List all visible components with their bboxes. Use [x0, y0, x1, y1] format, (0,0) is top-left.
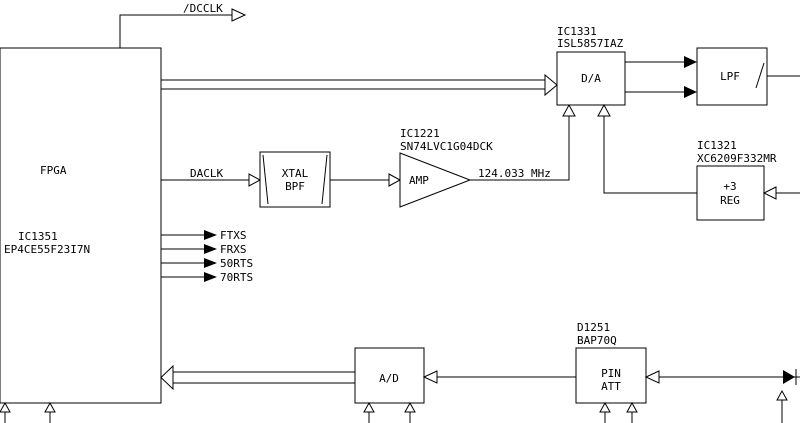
- diode-symbol: [783, 370, 795, 384]
- pin-att-ref: D1251: [577, 321, 610, 334]
- xtal-bpf-line2: BPF: [285, 180, 305, 193]
- fpga-block: [0, 47, 162, 404]
- dac-block: [556, 51, 626, 106]
- amp-triangle: [399, 152, 472, 208]
- xtal-bpf-line1: XTAL: [282, 167, 309, 180]
- pin-att-line1: PIN: [601, 367, 621, 380]
- fpga-bottom-arrow-2: [44, 401, 56, 413]
- dac-clock-arrow: [562, 103, 576, 117]
- fpga-part: EP4CE55F23I7N: [4, 243, 90, 256]
- fpga-label: FPGA: [40, 164, 67, 177]
- 50rts-arrow: [204, 258, 217, 268]
- 70rts-label: 70RTS: [220, 271, 253, 284]
- xtal-bpf-block: [259, 151, 331, 208]
- amp-part: SN74LVC1G04DCK: [400, 140, 493, 153]
- pin-att-part: BAP70Q: [577, 334, 617, 347]
- xtal-bpf-edge-left: [262, 154, 269, 205]
- reg-line2: REG: [720, 194, 740, 207]
- reg-block: [696, 165, 765, 221]
- amp-ref: IC1221: [400, 127, 440, 140]
- 70rts-arrow: [204, 272, 217, 282]
- adc-bottom-arrow-1: [363, 401, 375, 413]
- lpf-slash: [755, 62, 765, 89]
- att-bottom-arrow-2: [626, 401, 638, 413]
- bpf-amp-arrow: [388, 173, 402, 187]
- adc-fpga-bus-arrow: [160, 364, 174, 391]
- rf-input-arrow: [644, 370, 660, 384]
- dcclk-wire: [119, 14, 232, 48]
- daclk-arrow: [248, 173, 262, 187]
- ftxs-label: FTXS: [220, 229, 247, 242]
- fpga-dac-bus-arrow: [544, 73, 558, 97]
- 50rts-label: 50RTS: [220, 257, 253, 270]
- lpf-label: LPF: [720, 70, 740, 83]
- xtal-bpf-edge-right: [321, 154, 328, 205]
- adc-label: A/D: [379, 372, 399, 385]
- adc-block: [354, 347, 425, 404]
- pin-att-line2: ATT: [601, 380, 621, 393]
- daclk-net-label: DACLK: [190, 167, 223, 180]
- reg-line1: +3: [723, 180, 736, 193]
- fpga-ref: IC1351: [18, 230, 58, 243]
- reg-dac-supply-wire: [603, 116, 697, 194]
- diode-bottom-arrow: [776, 389, 788, 401]
- att-bottom-arrow-1: [599, 401, 611, 413]
- fpga-bottom-arrow-1: [0, 401, 11, 413]
- amp-label: AMP: [409, 174, 429, 187]
- dcclk-arrow: [231, 8, 247, 22]
- att-adc-arrow: [422, 370, 438, 384]
- dac-lpf-arrow-top: [684, 56, 697, 68]
- dac-part: ISL5857IAZ: [557, 37, 624, 50]
- dcclk-net-label: /DCCLK: [183, 2, 223, 15]
- reg-part: XC6209F332MR: [697, 152, 777, 165]
- ftxs-arrow: [204, 230, 217, 240]
- reg-ref: IC1321: [697, 139, 737, 152]
- dac-lpf-arrow-bottom: [684, 86, 697, 98]
- dac-label: D/A: [581, 72, 601, 85]
- amp-frequency: 124.033 MHz: [478, 167, 551, 180]
- lpf-block: [696, 47, 768, 106]
- dac-supply-arrow: [597, 103, 611, 117]
- dac-ref: IC1331: [557, 25, 597, 38]
- frxs-label: FRXS: [220, 243, 247, 256]
- amp-dac-clock-wire: [470, 116, 570, 181]
- frxs-arrow: [204, 244, 217, 254]
- adc-bottom-arrow-2: [404, 401, 416, 413]
- pin-att-block: [575, 347, 647, 404]
- reg-input-arrow: [762, 186, 777, 200]
